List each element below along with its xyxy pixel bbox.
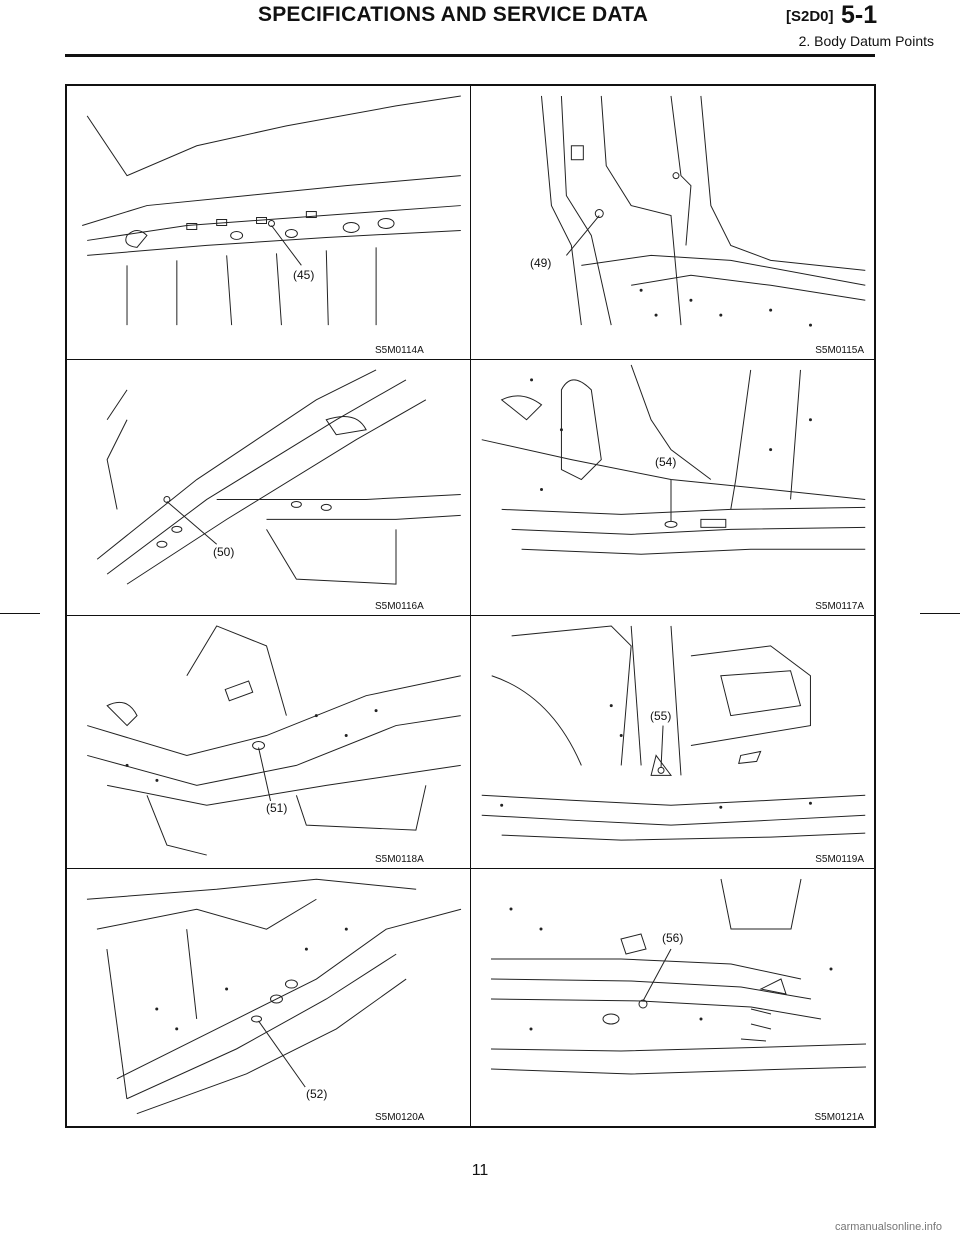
side-frame-drawing bbox=[96, 369, 461, 585]
watermark: carmanualsonline.info bbox=[834, 1221, 942, 1233]
figure-code: S5M0119A bbox=[815, 854, 864, 865]
crop-mark-left bbox=[0, 613, 40, 614]
callout-label: (55) bbox=[649, 709, 673, 723]
figure-s5m0115a: (49) S5M0115A bbox=[471, 86, 874, 360]
figure-s5m0119a: (55) S5M0119A bbox=[471, 616, 874, 869]
figure-s5m0121a: (56) S5M0121A bbox=[471, 869, 874, 1126]
figure-code: S5M0116A bbox=[375, 601, 424, 612]
figure-code: S5M0114A bbox=[375, 345, 424, 356]
front-frame-drawing bbox=[87, 625, 461, 856]
diagram-grid: (45) S5M0114A (49) S5M0115A bbox=[65, 84, 876, 1128]
figure-s5m0118a: (51) S5M0118A bbox=[67, 616, 471, 869]
header-rule bbox=[65, 54, 875, 57]
callout-label: (50) bbox=[212, 545, 236, 559]
rear-underbody-drawing bbox=[490, 878, 867, 1075]
figure-code: S5M0117A bbox=[815, 601, 864, 612]
callout-label: (54) bbox=[654, 455, 678, 469]
figure-code: S5M0120A bbox=[375, 1112, 425, 1123]
section-number: 5-1 bbox=[841, 1, 878, 29]
figure-s5m0116a: (50) S5M0116A bbox=[67, 360, 471, 616]
callout-label: (45) bbox=[292, 268, 316, 282]
body-pillar-drawing bbox=[540, 95, 866, 327]
callout-label: (49) bbox=[529, 256, 553, 270]
page-number: 11 bbox=[471, 1162, 489, 1179]
figure-s5m0114a: (45) S5M0114A bbox=[67, 86, 471, 360]
callout-label: (56) bbox=[661, 931, 685, 945]
page-title: SPECIFICATIONS AND SERVICE DATA bbox=[258, 3, 649, 26]
callout-label: (51) bbox=[265, 801, 289, 815]
figure-code: S5M0118A bbox=[375, 854, 424, 865]
figure-s5m0117a: (54) S5M0117A bbox=[471, 360, 874, 616]
figure-code: S5M0115A bbox=[815, 345, 864, 356]
crop-mark-right bbox=[920, 613, 960, 614]
callout-label: (52) bbox=[305, 1087, 329, 1101]
rear-wheelhouse-drawing bbox=[481, 364, 866, 555]
figure-code: S5M0121A bbox=[814, 1112, 864, 1123]
side-sill-drawing bbox=[481, 625, 866, 841]
figure-s5m0120a: (52) S5M0120A bbox=[67, 869, 471, 1126]
section-code: [S2D0] bbox=[786, 8, 834, 25]
page-subtitle: 2. Body Datum Points bbox=[798, 33, 934, 49]
rear-frame-drawing bbox=[86, 878, 462, 1115]
body-underside-drawing bbox=[82, 95, 461, 326]
